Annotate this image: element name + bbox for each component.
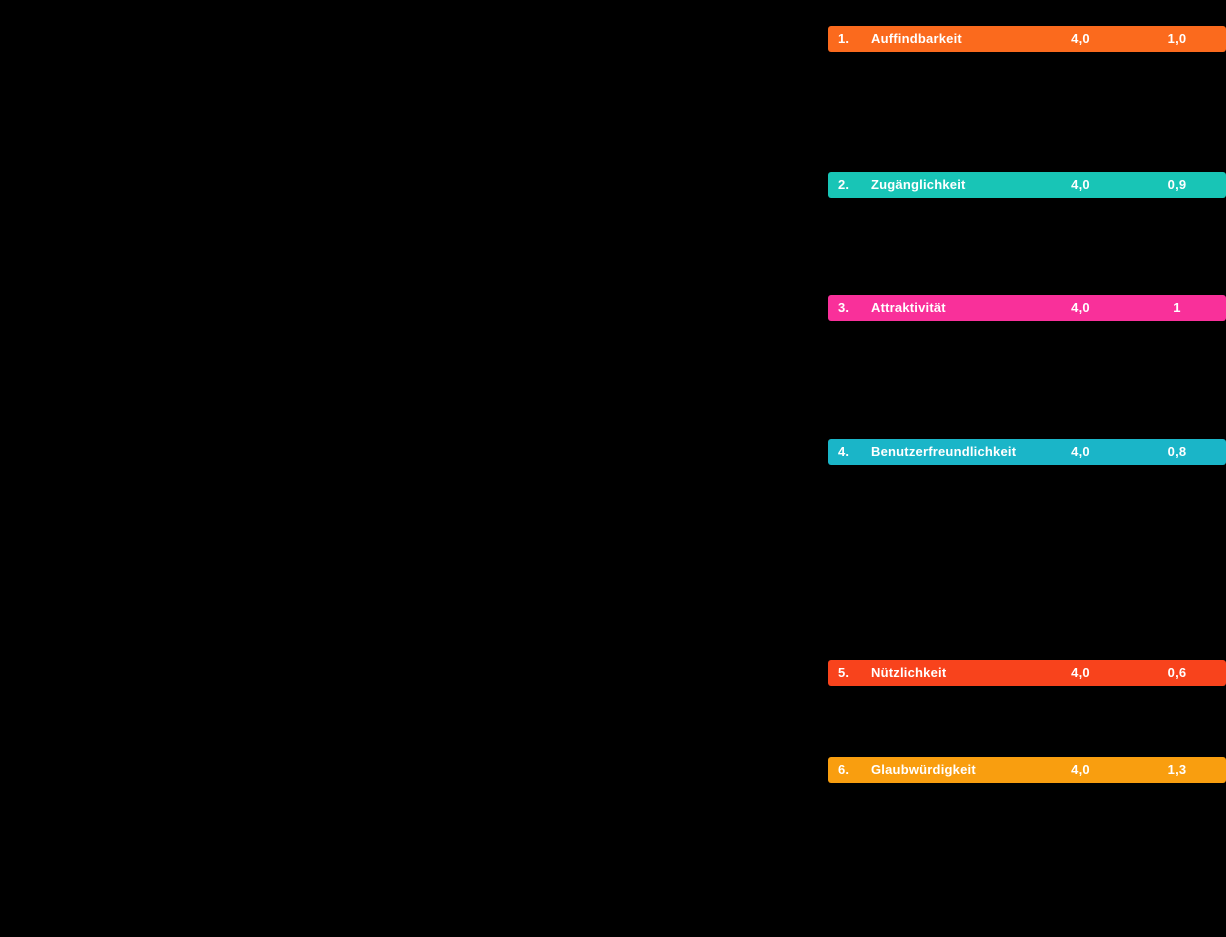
rating-row-glaubwuerdigkeit[interactable]: 6. Glaubwürdigkeit 4,0 1,3: [828, 757, 1226, 783]
rating-row-zugaenglichkeit[interactable]: 2. Zugänglichkeit 4,0 0,9: [828, 172, 1226, 198]
row-number: 1.: [838, 31, 850, 46]
row-value-1: 4,0: [1071, 300, 1090, 315]
row-label: Auffindbarkeit: [871, 31, 962, 46]
row-value-2: 1: [1173, 300, 1181, 315]
rating-row-benutzerfreundlichkeit[interactable]: 4. Benutzerfreundlichkeit 4,0 0,8: [828, 439, 1226, 465]
row-value-1: 4,0: [1071, 177, 1090, 192]
row-number: 4.: [838, 444, 850, 459]
row-number: 3.: [838, 300, 850, 315]
rating-row-nuetzlichkeit[interactable]: 5. Nützlichkeit 4,0 0,6: [828, 660, 1226, 686]
row-label: Benutzerfreundlichkeit: [871, 444, 1017, 459]
rating-row-attraktivitaet[interactable]: 3. Attraktivität 4,0 1: [828, 295, 1226, 321]
row-number: 6.: [838, 762, 850, 777]
row-label: Zugänglichkeit: [871, 177, 966, 192]
row-label: Nützlichkeit: [871, 665, 947, 680]
row-label: Attraktivität: [871, 300, 946, 315]
rating-row-auffindbarkeit[interactable]: 1. Auffindbarkeit 4,0 1,0: [828, 26, 1226, 52]
row-value-1: 4,0: [1071, 31, 1090, 46]
row-value-2: 0,9: [1167, 177, 1187, 192]
row-value-2: 0,8: [1167, 444, 1187, 459]
row-value-2: 1,3: [1167, 762, 1187, 777]
row-value-1: 4,0: [1071, 444, 1090, 459]
row-value-1: 4,0: [1071, 665, 1090, 680]
row-number: 2.: [838, 177, 850, 192]
row-value-1: 4,0: [1071, 762, 1090, 777]
row-number: 5.: [838, 665, 850, 680]
row-value-2: 0,6: [1167, 665, 1187, 680]
row-value-2: 1,0: [1167, 31, 1187, 46]
row-label: Glaubwürdigkeit: [871, 762, 976, 777]
